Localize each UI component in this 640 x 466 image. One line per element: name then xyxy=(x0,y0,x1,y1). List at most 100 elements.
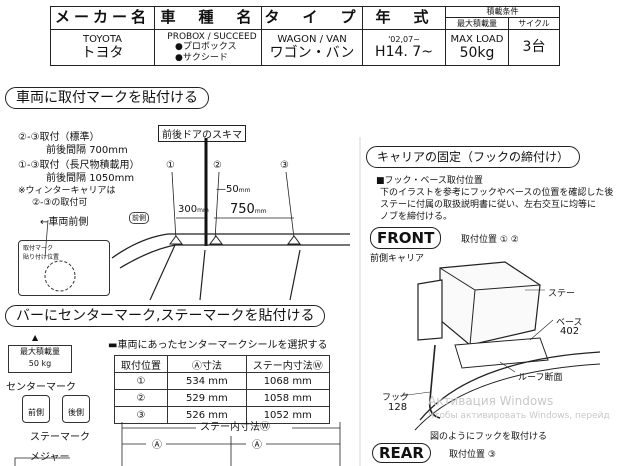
dim-header-position: 取付位置 xyxy=(114,355,168,373)
model-en: PROBOX / SUCCEED xyxy=(167,31,257,42)
winter-note-1: ※ウィンターキャリアは xyxy=(18,186,116,196)
front-direction-label: ←車両前側 xyxy=(40,217,89,228)
header-model: 車 種 名 xyxy=(154,6,262,30)
a-dim-left: Ⓐ xyxy=(152,440,162,451)
up-arrow: ▲ xyxy=(32,333,39,342)
long-interval-value: 1050mm xyxy=(89,173,135,184)
max-load-value: 50kg xyxy=(459,45,495,62)
year-big: H14. 7~ xyxy=(375,44,433,61)
front-carrier-label: 前側キャリア xyxy=(370,254,425,264)
type-en: WAGON / VAN xyxy=(277,33,347,45)
dim-300-unit: mm xyxy=(197,207,209,214)
hook-number: 128 xyxy=(388,402,408,413)
row3-w: 1052 mm xyxy=(245,406,330,424)
row3-a: 526 mm xyxy=(167,406,247,424)
mark-label-1: 取付マーク xyxy=(23,245,54,252)
mark2-triangle xyxy=(209,235,223,245)
hook-shape xyxy=(428,344,441,419)
roof-line xyxy=(111,233,350,259)
front-sticker: 前側 xyxy=(22,395,50,423)
dim-300: 300mm xyxy=(178,204,209,215)
stay-block xyxy=(439,261,541,346)
hook-base-position: ■フック・ベース取付位置 xyxy=(376,176,483,186)
dim-300-value: 300 xyxy=(178,204,198,215)
dim-header-a: Ⓐ寸法 xyxy=(167,355,247,373)
bar-end xyxy=(417,279,443,341)
mark-label-2: 貼り付け位置 xyxy=(23,254,60,261)
section1-title: 車両に取付マークを貼付ける xyxy=(5,87,209,109)
front-tag: 前側 xyxy=(129,212,149,224)
stay-mark-label: ステーマーク xyxy=(30,432,90,443)
b-pillar xyxy=(199,249,206,301)
maker-cell: TOYOTA トヨタ xyxy=(50,29,155,66)
hook-label: フック xyxy=(382,393,410,403)
max-load-label: MAX LOAD xyxy=(450,33,504,45)
year-cell: '02,07~ H14. 7~ xyxy=(362,29,446,66)
desc-line2: ステーに付属の取扱説明書に従い、左右交互に均等に xyxy=(380,200,597,210)
year-small: '02,07~ xyxy=(388,34,420,44)
header-year: 年 式 xyxy=(362,6,446,30)
inset-circle xyxy=(44,260,76,292)
base-leader xyxy=(529,319,554,341)
long-mount-line2: 前後間隔 1050mm xyxy=(46,169,134,184)
a-dim-right: Ⓐ xyxy=(252,440,262,451)
base-pad xyxy=(454,337,549,369)
dim-50: —50mm xyxy=(216,184,251,195)
winter-note-2: ②-③の取付可 xyxy=(32,198,88,208)
stay-label: ステー xyxy=(548,289,576,299)
table-row: ② 529 mm 1058 mm xyxy=(114,389,330,407)
stay-inner-label: ステー内寸法Ⓦ xyxy=(200,422,270,433)
sticker-top: 最大積載量 xyxy=(20,347,60,356)
mark2-pointer xyxy=(214,171,220,241)
roof-curve-inner xyxy=(414,363,601,431)
rear-sticker: 後側 xyxy=(62,395,90,423)
std-mount-line1: ②-③取付（標準） xyxy=(18,132,100,143)
sticker-value: 50 kg xyxy=(28,359,52,368)
model-succeed: ●サクシード xyxy=(175,52,228,63)
dim-750: 750mm xyxy=(230,202,267,217)
section3-title: キャリアの固定（フックの締付け） xyxy=(366,146,581,168)
spec-table: メーカー名 車 種 名 タ イ プ 年 式 積載条件 最大積載量 サイクル TO… xyxy=(50,6,560,66)
inset-leader xyxy=(44,219,49,259)
rear-title: REAR xyxy=(372,443,431,463)
mark3-pointer xyxy=(285,171,295,239)
front-position: 取付位置 ① ② xyxy=(461,235,519,245)
long-mount-line1: ①-③取付（長尺物積載用） xyxy=(18,160,140,171)
base-label: ベース xyxy=(556,318,583,328)
hook-leader xyxy=(399,391,431,397)
roof-curve xyxy=(419,351,601,421)
maker-ja: トヨタ xyxy=(81,45,124,62)
std-interval-value: 700mm xyxy=(89,145,128,156)
rear-position: 取付位置 ③ xyxy=(449,450,496,460)
mark-1-number: ① xyxy=(166,160,175,171)
mark1-pointer xyxy=(171,171,177,241)
measure-tape xyxy=(14,457,70,466)
std-mount-line2: 前後間隔 700mm xyxy=(46,141,128,156)
section2-title: バーにセンターマーク,ステーマークを貼付ける xyxy=(5,305,326,327)
c-pillar xyxy=(289,249,301,301)
dimension-table: 取付位置 Ⓐ寸法 ステー内寸法Ⓦ ① 534 mm 1068 mm ② 529 … xyxy=(114,355,330,424)
select-instruction: ▬車両にあったセンターマークシールを選択する xyxy=(108,340,328,351)
dim-50-value: 50 xyxy=(226,184,239,195)
row3-position: ③ xyxy=(114,406,168,424)
roof-leader xyxy=(499,361,516,373)
std-interval-label: 前後間隔 xyxy=(46,145,86,156)
mark3-triangle xyxy=(287,235,301,245)
measure-label: メジャー xyxy=(30,452,70,463)
maker-en: TOYOTA xyxy=(82,33,123,45)
base-number: 402 xyxy=(560,326,580,337)
desc-line1: 下のイラストを参考にフックやベースの位置を確認した後 xyxy=(380,188,614,198)
stay-vertical-edge xyxy=(469,289,476,346)
watermark-line2: Чтобы активировать Windows, перейд xyxy=(428,411,610,421)
dim-750-value: 750 xyxy=(230,202,255,217)
long-interval-label: 前後間隔 xyxy=(46,173,86,184)
model-probox: ●プロボックス xyxy=(175,42,237,53)
roof-section-label: ルーフ断面 xyxy=(518,373,563,383)
desc-line3: ノブを締付ける。 xyxy=(380,212,453,222)
front-title: FRONT xyxy=(370,227,442,249)
dim-750-unit: mm xyxy=(254,208,267,215)
dim-header-w: ステー内寸法Ⓦ xyxy=(245,355,330,373)
